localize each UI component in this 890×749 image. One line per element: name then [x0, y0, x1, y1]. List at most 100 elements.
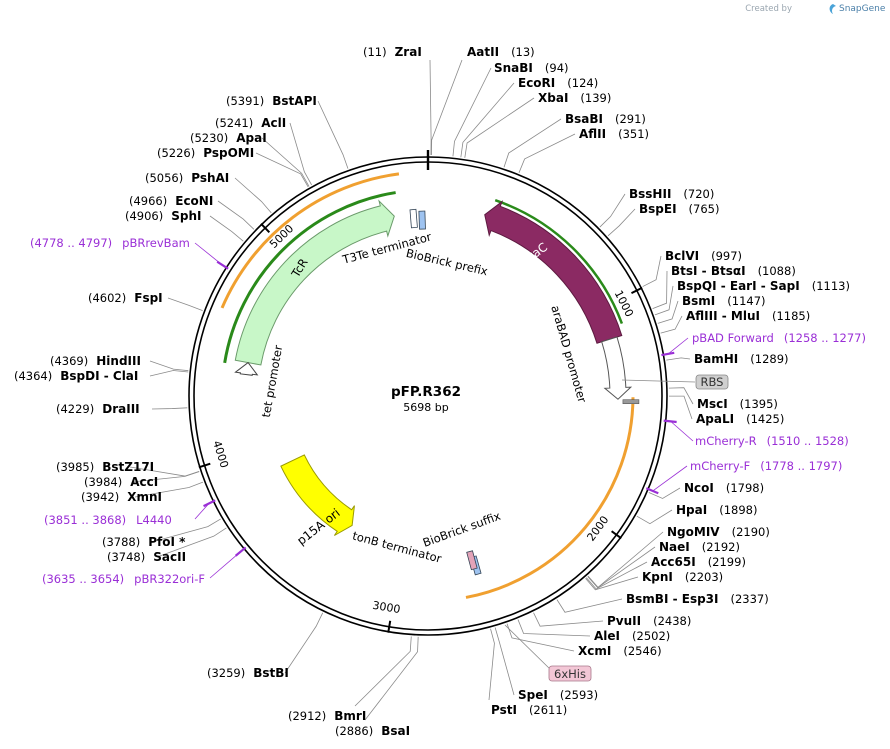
feature-biobrick-prefix[interactable]: [418, 210, 426, 230]
site-snabi[interactable]: SnaBI(94): [494, 61, 569, 75]
leader-line-17: [648, 487, 681, 499]
primer-pbr322ori-f[interactable]: (3635 .. 3654)pBR322ori-F: [42, 572, 205, 586]
leader-line-6: [518, 133, 576, 173]
ruler-label-2000: 2000: [584, 513, 611, 543]
site-xcmi[interactable]: XcmI(2546): [578, 644, 662, 658]
site-fspi[interactable]: (4602)FspI: [88, 291, 163, 305]
rbs-badge-box: [695, 374, 729, 390]
feature-arabad-promoter[interactable]: [601, 336, 633, 400]
site-aflii[interactable]: AflII(351): [579, 127, 649, 141]
site-kpni[interactable]: KpnI(2203): [642, 570, 723, 584]
leader-line-46: [289, 122, 312, 186]
site-bsmbi[interactable]: BsmBI - Esp3I(2337): [626, 592, 769, 606]
site-bspei[interactable]: BspEI(765): [639, 202, 719, 216]
leader-line-0: [429, 59, 432, 156]
leader-line-4: [464, 97, 535, 158]
rbs-badge-label: RBS: [701, 375, 724, 389]
site-spei[interactable]: SpeI(2593): [518, 688, 598, 702]
primer-pbrrevbam-leader: [194, 242, 223, 266]
feature-tet-promoter[interactable]: [234, 361, 259, 376]
primer-mcherry-r-mark: [663, 419, 677, 424]
primer-pbr322ori-f-leader: [209, 551, 241, 579]
primer-mcherry-r[interactable]: mCherry-R(1510 .. 1528): [695, 434, 849, 448]
feature-p15a-ori[interactable]: [280, 454, 355, 536]
feature-tonb-terminator[interactable]: [466, 550, 478, 571]
ruler-tick-3000: [387, 620, 392, 633]
site-bsai[interactable]: (2886)BsaI: [335, 724, 410, 738]
feature-label-arabad-promoter: araBAD promoter: [548, 304, 589, 405]
site-bsabi[interactable]: BsaBI(291): [565, 112, 646, 126]
site-acc65i[interactable]: Acc65I(2199): [651, 555, 746, 569]
site-naei[interactable]: NaeI(2192): [659, 540, 740, 554]
site-bsmi[interactable]: BsmI(1147): [682, 294, 766, 308]
leader-line-2: [452, 67, 492, 157]
site-acci[interactable]: (3984)AccI: [84, 475, 158, 489]
site-sacii[interactable]: (3748)SacII: [107, 550, 186, 564]
primer-pbad-forward-mark: [661, 351, 675, 357]
site-draiii[interactable]: (4229)DraIII: [56, 402, 140, 416]
site-xmni[interactable]: (3942)XmnI: [81, 490, 162, 504]
site-bclvi[interactable]: BclVI(997): [665, 249, 742, 263]
site-bsshii[interactable]: BssHII(720): [629, 187, 714, 201]
green-band-tcr: [223, 191, 396, 364]
leader-line-44: [255, 152, 309, 188]
leader-line-36: [129, 466, 200, 477]
leader-line-1: [431, 59, 463, 156]
site-ngomiv[interactable]: NgoMIV(2190): [667, 525, 770, 539]
feature-rbs-marker[interactable]: [622, 399, 640, 405]
site-zrai[interactable]: (11)ZraI: [363, 45, 422, 59]
site-apali[interactable]: ApaLI(1425): [696, 412, 784, 426]
his-tag-badge-label: 6xHis: [554, 667, 586, 681]
site-alei[interactable]: AleI(2502): [594, 629, 670, 643]
leader-line-24: [533, 612, 604, 627]
site-bmri[interactable]: (2912)BmrI: [288, 709, 366, 723]
leader-line-16: [668, 395, 693, 420]
feature-t3te-terminator[interactable]: [409, 208, 418, 229]
site-pvuii[interactable]: PvuII(2438): [607, 614, 691, 628]
primer-mcherry-f[interactable]: mCherry-F(1778 .. 1797): [690, 459, 842, 473]
ruler-tick-1000: [631, 286, 643, 295]
site-apai[interactable]: (5230)ApaI: [190, 131, 267, 145]
site-bamhi[interactable]: BamHI(1289): [694, 352, 789, 366]
site-msci[interactable]: MscI(1395): [697, 397, 778, 411]
site-bstz17i[interactable]: (3985)BstZ17I: [56, 460, 154, 474]
site-ecori[interactable]: EcoRI(124): [518, 76, 598, 90]
site-acli[interactable]: (5241)AclI: [215, 116, 286, 130]
site-ncoi[interactable]: NcoI(1798): [684, 481, 764, 495]
primer-l4440[interactable]: (3851 .. 3868)L4440: [44, 513, 172, 527]
leader-line-34: [134, 481, 204, 498]
plasmid-size: 5698 bp: [403, 401, 448, 414]
site-econi[interactable]: (4966)EcoNI: [129, 194, 213, 208]
site-hpai[interactable]: HpaI(1898): [676, 503, 757, 517]
primer-pbrrevbam[interactable]: (4778 .. 4797)pBRrevBam: [30, 236, 190, 250]
feature-arac[interactable]: [484, 200, 623, 344]
site-bstbi[interactable]: (3259)BstBI: [207, 666, 289, 680]
site-bstapi[interactable]: (5391)BstAPI: [226, 94, 317, 108]
leader-line-47: [317, 100, 349, 169]
leader-line-42: [217, 200, 255, 230]
site-sphi[interactable]: (4906)SphI: [125, 209, 202, 223]
leader-line-12: [657, 300, 679, 324]
primer-pbrrevbam-mark: [216, 260, 229, 270]
leader-line-8: [607, 208, 636, 237]
leader-line-20: [587, 546, 656, 589]
site-btsi[interactable]: BtsI - BtsαI(1088): [671, 264, 796, 278]
site-psti[interactable]: PstI(2611): [491, 703, 567, 717]
leader-line-41: [209, 215, 244, 242]
site-bspqi[interactable]: BspQI - EarI - SapI(1113): [677, 279, 850, 293]
primer-pbad-forward[interactable]: pBAD Forward(1258 .. 1277): [692, 331, 866, 345]
site-pshai[interactable]: (5056)PshAI: [145, 171, 229, 185]
leader-line-39: [149, 360, 189, 372]
site-aatii[interactable]: AatII(13): [467, 45, 535, 59]
site-afliii[interactable]: AflIII - MluI(1185): [686, 309, 810, 323]
his-tag-badge-box: [548, 665, 592, 682]
his-tag-leader: [504, 624, 553, 672]
site-psp-omi[interactable]: (5226)PspOMI: [157, 146, 254, 160]
site-xbai[interactable]: XbaI(139): [538, 91, 611, 105]
site-hindiii[interactable]: (4369)HindIII: [50, 354, 141, 368]
site-bspdi[interactable]: (4364)BspDI - ClaI: [14, 369, 138, 383]
ruler-tick-2000: [611, 530, 622, 540]
feature-tcr[interactable]: [234, 199, 395, 366]
site-pfoi[interactable]: (3788)PfoI *: [102, 535, 186, 549]
leader-line-37: [151, 407, 188, 410]
